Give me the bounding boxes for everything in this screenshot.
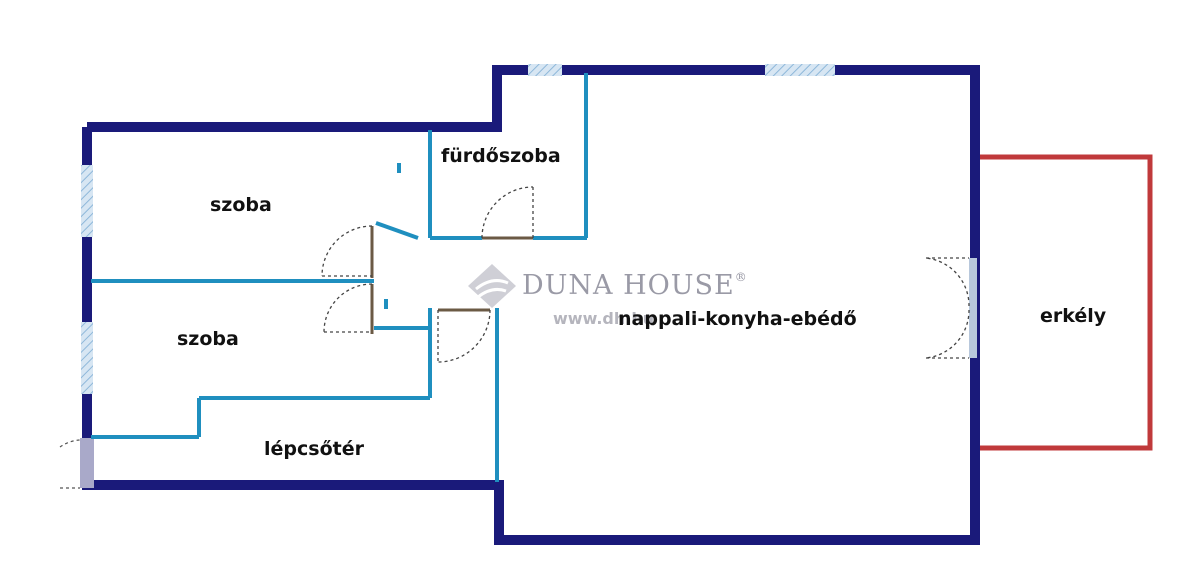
room-label-bedroom-2: szoba	[177, 328, 239, 350]
inner-walls	[91, 73, 588, 482]
room-label-balcony: erkély	[1040, 305, 1107, 327]
entry-door	[59, 438, 94, 489]
room-label-bathroom: fürdőszoba	[441, 145, 561, 167]
window-top-living	[765, 64, 835, 76]
door-frames	[370, 226, 533, 334]
balcony-door	[925, 257, 977, 359]
watermark-brand-text: DUNA HOUSE	[522, 270, 735, 301]
window-left-room2	[81, 322, 93, 394]
room-label-living: nappali-konyha-ebédő	[618, 308, 857, 330]
room-label-stairwell: lépcsőtér	[264, 438, 364, 460]
room-label-bedroom-1: szoba	[210, 194, 272, 216]
outer-walls	[82, 65, 980, 545]
watermark-logo-icon	[468, 264, 516, 308]
watermark-registered: ®	[734, 270, 748, 284]
window-top-bath	[528, 64, 562, 76]
windows	[81, 64, 835, 394]
watermark-brand: DUNA HOUSE®	[522, 270, 748, 301]
door-swings	[321, 186, 534, 363]
window-left-room1	[81, 165, 93, 237]
watermark-url: www.dh.hu	[553, 309, 655, 328]
balcony-outline	[978, 154, 1153, 451]
